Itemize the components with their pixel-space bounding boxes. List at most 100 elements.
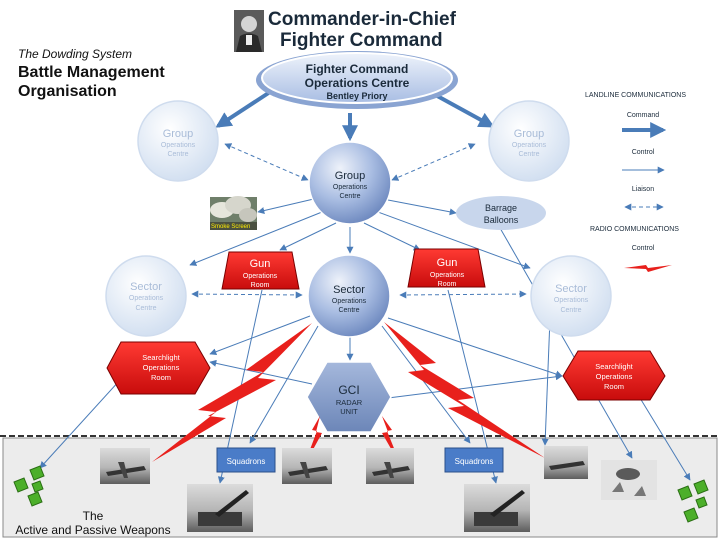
svg-text:UNIT: UNIT [340, 407, 358, 416]
control-group-balloons [387, 199, 457, 216]
svg-text:Room: Room [604, 382, 624, 391]
control-group-gun-right [363, 222, 421, 251]
gun-operations-room-right: Gun Operations Room [407, 248, 486, 288]
svg-text:Group: Group [335, 170, 366, 182]
searchlight-room-left: Searchlight Operations Room [106, 341, 211, 395]
searchlight-room-right: Searchlight Operations Room [562, 350, 666, 401]
svg-text:Sector: Sector [130, 281, 162, 293]
sector-node-right: Sector Operations Centre [530, 255, 612, 337]
sector-node-main: Sector Operations Centre [307, 254, 391, 338]
control-sector-squadrons-left [249, 325, 319, 444]
svg-text:Centre: Centre [518, 151, 539, 158]
svg-text:Room: Room [251, 282, 270, 289]
liaison-group-right [391, 143, 476, 181]
squadrons-box-right: Squadrons [444, 447, 504, 473]
legend-radio-control-label: Control [632, 245, 655, 252]
barrage-balloon-photo [601, 460, 657, 500]
liaison-group-left [224, 143, 309, 181]
commander-title-line2: Fighter Command [280, 30, 443, 51]
control-sector-searchlight-left [209, 315, 311, 356]
group-node-left: Group Operations Centre [137, 100, 219, 182]
svg-text:Squadrons: Squadrons [455, 457, 494, 466]
group-node-main: Group Operations Centre [308, 141, 392, 225]
radio-links [152, 322, 545, 468]
radio-bolt-left [152, 323, 312, 462]
svg-text:Operations: Operations [430, 272, 465, 279]
commander-portrait [234, 10, 264, 52]
svg-text:Sector: Sector [333, 284, 365, 296]
connectors [39, 90, 691, 484]
legend-liaison-label: Liaison [632, 186, 654, 193]
svg-text:Searchlight: Searchlight [595, 362, 633, 371]
fighter-aircraft-photo-mid-right [366, 448, 414, 484]
control-group-gun-left [279, 222, 337, 251]
control-balloons-to-balloon [499, 227, 633, 459]
svg-text:Group: Group [163, 128, 194, 140]
control-sector-right-to-aircraft [541, 317, 551, 446]
command-arrow-group-right [429, 90, 495, 128]
gun-operations-room-left: Gun Operations Room [221, 251, 300, 290]
svg-text:Gun: Gun [437, 257, 458, 269]
radio-bolt-right [384, 322, 545, 458]
hq-line2: Operations Centre [305, 76, 410, 90]
svg-text:Operations: Operations [596, 372, 633, 381]
svg-text:Operations: Operations [161, 142, 196, 149]
squadrons-box-left: Squadrons [216, 447, 276, 473]
hq-operations-centre: Fighter Command Operations Centre Bentle… [256, 51, 458, 109]
barrage-balloons-node: Barrage Balloons [456, 196, 546, 230]
control-group-sector-right [377, 211, 531, 270]
control-group-smoke [257, 197, 319, 214]
svg-text:Centre: Centre [560, 307, 581, 314]
svg-text:Operations: Operations [129, 295, 164, 302]
radio-bolt-small-right [382, 416, 402, 468]
svg-text:Gun: Gun [250, 258, 271, 270]
control-sector-searchlight-right [387, 317, 563, 378]
fighter-aircraft-photo-right [544, 446, 588, 479]
svg-text:Operations: Operations [512, 142, 547, 149]
anti-aircraft-gun-photo-right [464, 484, 530, 532]
group-node-right: Group Operations Centre [488, 100, 570, 182]
svg-text:Operations: Operations [243, 273, 278, 280]
svg-text:Sector: Sector [555, 283, 587, 295]
svg-text:Squadrons: Squadrons [227, 457, 266, 466]
svg-text:Centre: Centre [167, 151, 188, 158]
legend-command-label: Command [627, 112, 659, 119]
smoke-screen-photo: Smoke Screen [210, 196, 257, 230]
legend-radio-bolt [624, 265, 672, 272]
smoke-screen-label: Smoke Screen [211, 224, 250, 230]
svg-text:Centre: Centre [135, 305, 156, 312]
system-name: The Dowding System [18, 47, 132, 61]
svg-text:RADAR: RADAR [336, 398, 363, 407]
svg-text:Centre: Centre [338, 307, 359, 314]
control-gci-searchlight-right [387, 373, 563, 399]
legend-radio-heading: RADIO COMMUNICATIONS [590, 226, 679, 233]
hq-line3: Bentley Priory [326, 91, 387, 101]
page-title-line1: Battle Management [18, 64, 165, 81]
control-searchlight-left-to-troops [39, 379, 121, 469]
weapons-label-line2: Active and Passive Weapons [15, 523, 170, 537]
svg-text:Operations: Operations [554, 297, 589, 304]
svg-text:Operations: Operations [333, 184, 368, 191]
control-sector-squadrons-right [381, 325, 471, 444]
anti-aircraft-gun-photo-left [187, 484, 253, 532]
svg-text:GCI: GCI [338, 383, 359, 397]
fighter-aircraft-photo-left [100, 448, 150, 484]
fighter-aircraft-photo-mid-left [282, 448, 332, 484]
svg-text:Balloons: Balloons [484, 215, 519, 225]
legend-control-label: Control [632, 149, 655, 156]
svg-text:Group: Group [514, 128, 545, 140]
weapons-label-line1: The [83, 509, 104, 523]
svg-text:Barrage: Barrage [485, 203, 517, 213]
svg-text:Room: Room [151, 373, 171, 382]
commander-title-line1: Commander-in-Chief [268, 9, 457, 30]
legend: LANDLINE COMMUNICATIONS Command Control … [585, 92, 686, 272]
hq-line1: Fighter Command [306, 62, 409, 76]
legend-landline-heading: LANDLINE COMMUNICATIONS [585, 92, 686, 99]
searchlight-troop-icon-right [677, 479, 709, 523]
control-group-sector-left [189, 211, 323, 266]
gci-radar-unit: GCI RADAR UNIT [306, 361, 392, 433]
liaison-sector-right [399, 290, 527, 299]
svg-text:Searchlight: Searchlight [142, 353, 180, 362]
control-searchlight-right-to-troops [639, 397, 691, 481]
svg-text:Room: Room [438, 281, 457, 288]
